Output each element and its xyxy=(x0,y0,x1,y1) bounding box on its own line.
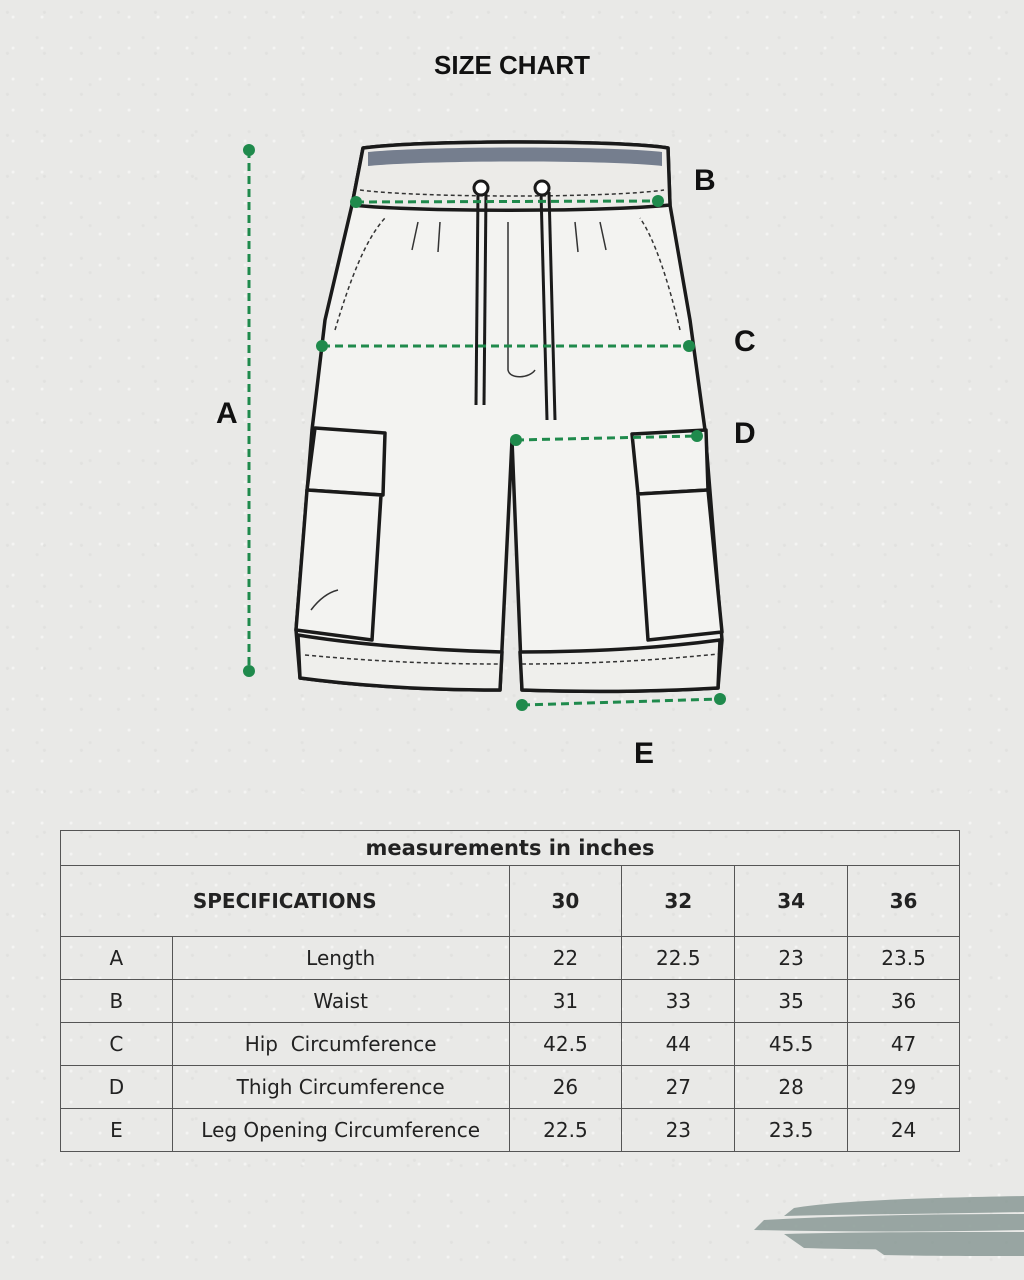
size-header: 32 xyxy=(621,865,736,937)
eyelet-left-icon xyxy=(472,179,490,197)
drawstring-left xyxy=(474,191,480,406)
fly-stitch xyxy=(507,222,536,378)
measure-line-d xyxy=(515,434,698,442)
cell-value: 24 xyxy=(847,1108,960,1152)
size-header: 34 xyxy=(734,865,849,937)
cell-value: 23.5 xyxy=(847,936,960,980)
size-header: 30 xyxy=(508,865,623,937)
cell-value: 22.5 xyxy=(508,1108,623,1152)
waistband-inner xyxy=(368,147,662,166)
drawstring-right xyxy=(539,191,549,421)
cell-value: 33 xyxy=(621,979,736,1023)
left-hem xyxy=(296,633,504,692)
row-code: A xyxy=(60,936,173,980)
cell-value: 47 xyxy=(847,1022,960,1066)
dimension-label-c: C xyxy=(734,325,756,358)
cell-value: 36 xyxy=(847,979,960,1023)
cell-value: 28 xyxy=(734,1065,849,1109)
cell-value: 22 xyxy=(508,936,623,980)
eyelet-right-icon xyxy=(533,179,551,197)
dimension-label-d: D xyxy=(734,417,756,450)
cell-value: 23.5 xyxy=(734,1108,849,1152)
cell-value: 31 xyxy=(508,979,623,1023)
measure-line-e xyxy=(521,697,721,707)
left-pocket xyxy=(294,488,383,642)
row-name: Thigh Circumference xyxy=(171,1065,510,1109)
cell-value: 27 xyxy=(621,1065,736,1109)
table-row: E Leg Opening Circumference 22.5 23 23.5… xyxy=(60,1108,960,1152)
table-caption-row: measurements in inches xyxy=(60,830,960,866)
table-row: B Waist 31 33 35 36 xyxy=(60,979,960,1023)
table-row: D Thigh Circumference 26 27 28 29 xyxy=(60,1065,960,1109)
brush-stroke-decoration xyxy=(754,1196,1024,1256)
cell-value: 23 xyxy=(734,936,849,980)
cell-value: 22.5 xyxy=(621,936,736,980)
row-code: B xyxy=(60,979,173,1023)
cell-value: 29 xyxy=(847,1065,960,1109)
cell-value: 35 xyxy=(734,979,849,1023)
table-caption: measurements in inches xyxy=(60,830,960,866)
row-code: E xyxy=(60,1108,173,1152)
left-pocket-flap xyxy=(305,426,387,497)
size-header: 36 xyxy=(847,865,960,937)
cell-value: 23 xyxy=(621,1108,736,1152)
table-row: A Length 22 22.5 23 23.5 xyxy=(60,936,960,980)
row-name: Waist xyxy=(171,979,510,1023)
cell-value: 44 xyxy=(621,1022,736,1066)
row-name: Leg Opening Circumference xyxy=(171,1108,510,1152)
row-code: D xyxy=(60,1065,173,1109)
dimension-label-b: B xyxy=(694,164,716,197)
dimension-label-a: A xyxy=(216,397,238,430)
row-name: Hip Circumference xyxy=(171,1022,510,1066)
measure-line-b xyxy=(355,199,659,204)
dimension-label-e: E xyxy=(634,737,655,770)
cell-value: 45.5 xyxy=(734,1022,849,1066)
page-title: SIZE CHART xyxy=(434,50,590,80)
right-pocket xyxy=(636,488,724,642)
shorts-diagram xyxy=(243,140,726,711)
row-code: C xyxy=(60,1022,173,1066)
table-header-row: SPECIFICATIONS 30 32 34 36 xyxy=(60,865,960,937)
spec-header: SPECIFICATIONS xyxy=(60,865,510,937)
size-chart-table: measurements in inches SPECIFICATIONS 30… xyxy=(60,830,960,1152)
cell-value: 42.5 xyxy=(508,1022,623,1066)
row-name: Length xyxy=(171,936,510,980)
right-hem xyxy=(518,638,722,694)
cell-value: 26 xyxy=(508,1065,623,1109)
table-row: C Hip Circumference 42.5 44 45.5 47 xyxy=(60,1022,960,1066)
